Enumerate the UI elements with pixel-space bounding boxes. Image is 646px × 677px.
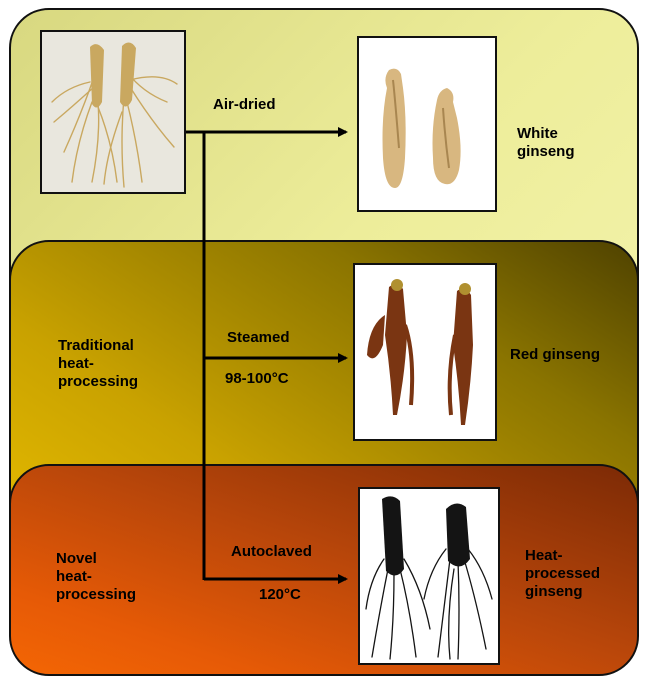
red-ginseng-label: Red ginseng (510, 346, 600, 364)
traditional-heat-processing-label: Traditional heat- processing (58, 337, 138, 391)
white-ginseng-label: White ginseng (517, 125, 575, 161)
autoclave-temperature-label: 120°C (259, 586, 301, 604)
steamed-temperature-label: 98-100°C (225, 370, 289, 388)
heat-processed-ginseng-label: Heat- processed ginseng (525, 547, 600, 601)
steamed-label: Steamed (227, 329, 290, 347)
air-dried-label: Air-dried (213, 96, 276, 114)
novel-heat-processing-label: Novel heat- processing (56, 550, 136, 604)
autoclaved-label: Autoclaved (231, 543, 312, 561)
